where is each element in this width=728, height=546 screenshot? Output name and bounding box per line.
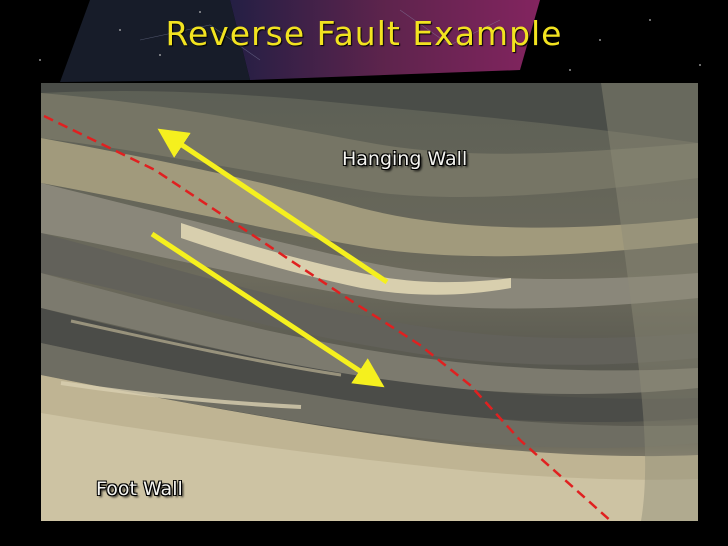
arrow-up-left-icon — [157, 128, 389, 285]
foot-wall-label: Foot Wall — [96, 478, 183, 500]
fault-line — [43, 114, 613, 523]
slide-title: Reverse Fault Example — [165, 14, 563, 53]
arrow-down-right-icon — [150, 231, 385, 388]
hanging-wall-label: Hanging Wall — [342, 148, 468, 170]
